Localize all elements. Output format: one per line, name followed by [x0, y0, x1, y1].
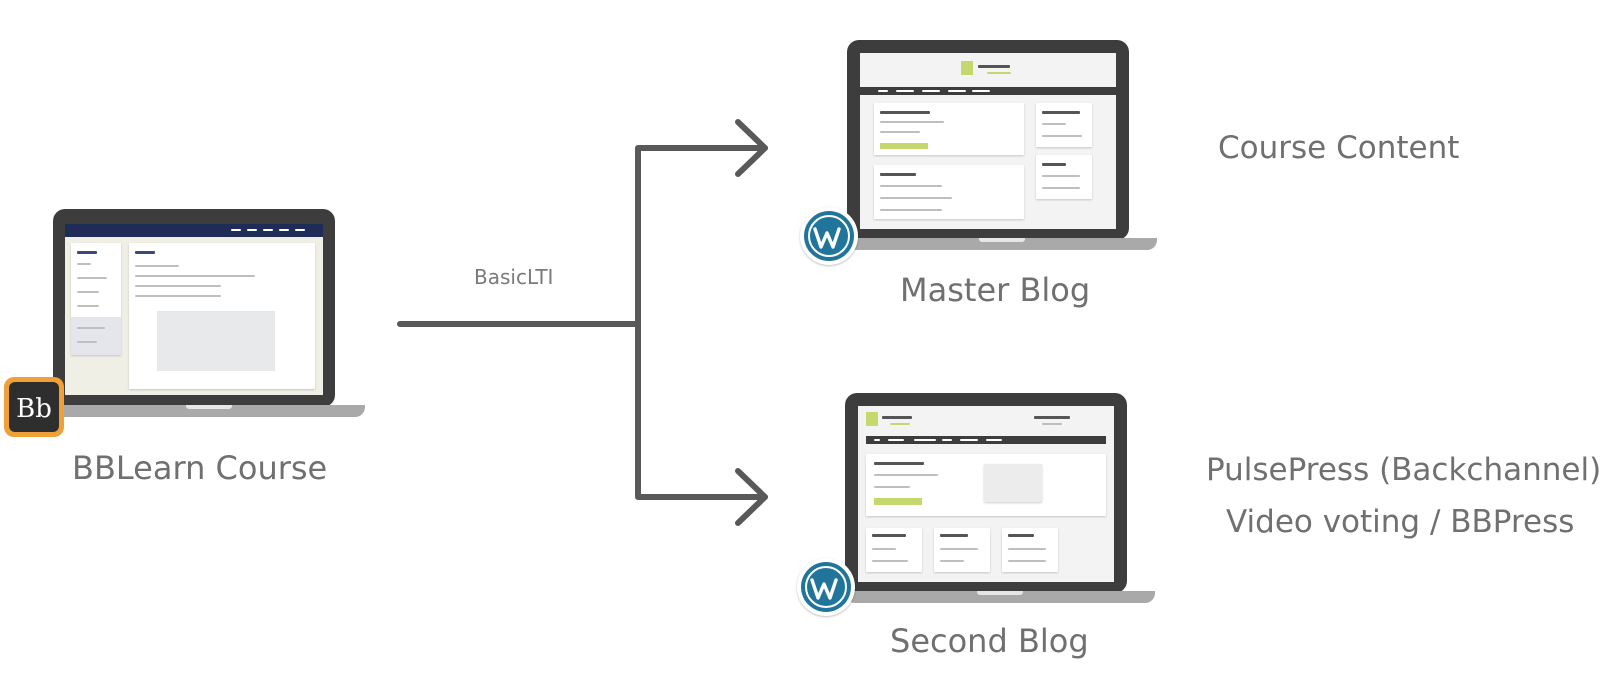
master-blog-display — [860, 53, 1116, 229]
bblearn-laptop-base — [53, 405, 365, 417]
second-blog-card-3 — [1002, 528, 1058, 572]
arrow-head-second — [735, 468, 768, 526]
second-blog-label: Second Blog — [890, 622, 1089, 660]
bblearn-sidebar — [71, 243, 121, 355]
second-blog-card-1 — [866, 528, 922, 572]
wordpress-logo-icon — [800, 207, 858, 265]
arrow-head-master — [735, 119, 768, 177]
wordpress-logo-icon — [797, 558, 855, 616]
master-blog-post-card-1 — [874, 103, 1024, 155]
bblearn-content-placeholder — [157, 311, 275, 371]
bblearn-course-label: BBLearn Course — [72, 449, 328, 487]
bb-badge-text: Bb — [16, 394, 52, 424]
course-content-label: Course Content — [1218, 130, 1460, 166]
blackboard-logo-icon: Bb — [4, 377, 64, 437]
master-blog-laptop-screen — [847, 40, 1129, 240]
second-blog-post-card — [866, 454, 1106, 516]
master-blog-post-card-2 — [874, 165, 1024, 219]
second-blog-laptop-screen — [845, 393, 1127, 593]
master-blog-widget-2 — [1036, 155, 1092, 199]
master-blog-label: Master Blog — [900, 271, 1091, 309]
second-blog-display — [858, 406, 1114, 582]
bblearn-topbar — [65, 224, 323, 237]
second-blog-laptop-base — [845, 591, 1155, 603]
second-blog-post-image — [984, 464, 1042, 502]
bblearn-laptop-screen — [53, 209, 335, 407]
second-blog-card-2 — [934, 528, 990, 572]
master-blog-widget-1 — [1036, 103, 1092, 147]
video-voting-label: Video voting / BBPress — [1226, 504, 1575, 540]
bblearn-content-area — [129, 243, 315, 389]
pulsepress-label: PulsePress (Backchannel) — [1206, 452, 1600, 488]
master-blog-laptop-base — [847, 238, 1157, 250]
connector-line — [397, 145, 768, 500]
basiclti-label: BasicLTI — [474, 265, 554, 289]
bblearn-display — [65, 224, 323, 395]
